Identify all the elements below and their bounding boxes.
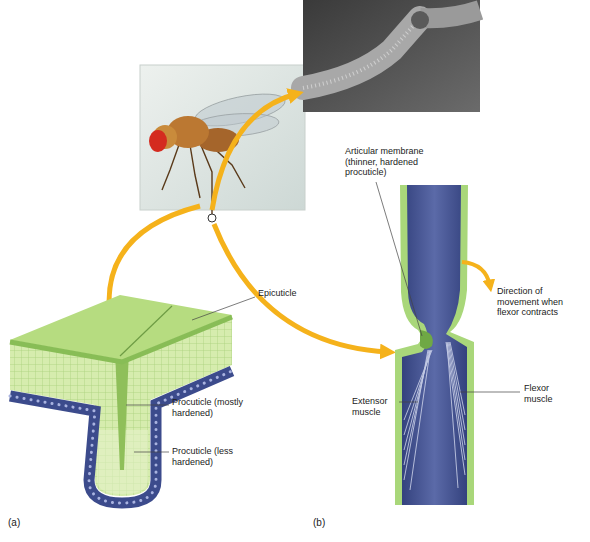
- cuticle-fold: [115, 350, 129, 470]
- leader-line: [192, 297, 255, 320]
- part-label: Flexor muscle: [524, 383, 572, 404]
- fly-eye: [149, 130, 167, 152]
- note-label: Direction of movement when flexor contra…: [497, 286, 585, 318]
- part-label: Extensor muscle: [352, 396, 398, 417]
- articular-membrane: [420, 330, 433, 349]
- leader-line: [460, 392, 520, 393]
- leader-lines: [126, 182, 520, 452]
- part-label: Epicuticle: [258, 288, 297, 299]
- part-label: Procuticle (less hardened): [172, 446, 256, 467]
- leg-segment: [303, 18, 420, 88]
- leg-segment: [420, 10, 480, 18]
- link-arrow: [212, 94, 296, 210]
- leader-line: [399, 402, 418, 403]
- flexor-fibres: [446, 342, 465, 488]
- cuticle-wall: [395, 185, 474, 505]
- photo-frame: [140, 65, 305, 210]
- leg-texture: [303, 18, 420, 88]
- part-label: Articular membrane (thinner, hardened pr…: [345, 146, 453, 178]
- extensor-fibres: [404, 350, 432, 490]
- panel-label: (a): [8, 518, 20, 529]
- movement-arrow: [462, 262, 490, 286]
- epidermis-cells: [10, 371, 232, 503]
- leg-joint-section: [395, 185, 490, 505]
- link-arrow: [214, 224, 388, 352]
- photo-frame: [303, 0, 480, 112]
- leader-line: [376, 182, 422, 336]
- joint-marker: [208, 214, 216, 222]
- leg-joint: [411, 11, 429, 29]
- leg-interior: [402, 185, 467, 505]
- fly-photo: [140, 65, 305, 222]
- leader-line: [126, 405, 169, 406]
- epidermis: [10, 371, 232, 503]
- sem-photo: [303, 0, 480, 112]
- part-label: Procuticle (mostly hardened): [172, 397, 256, 418]
- panel-label: (b): [313, 518, 325, 529]
- groove: [120, 306, 172, 356]
- fly-legs: [162, 140, 245, 214]
- leader-line: [134, 452, 169, 453]
